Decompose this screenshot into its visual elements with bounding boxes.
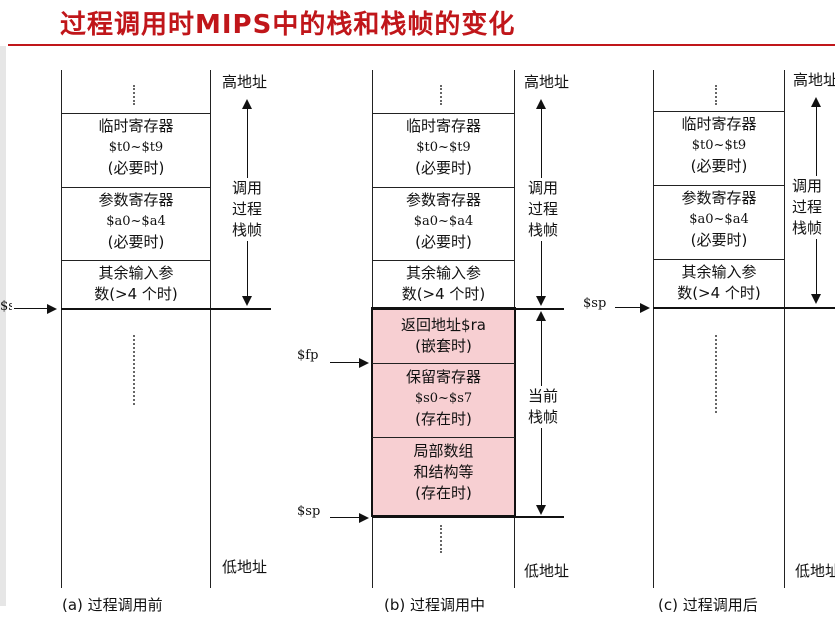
row-divider (372, 437, 515, 438)
arrow-head-right-icon (47, 304, 57, 314)
high-address-label: 高地址 (793, 71, 835, 89)
row-divider (372, 187, 515, 188)
sp-label-partial: $sp (0, 299, 12, 314)
row-divider (653, 111, 785, 112)
row-divider (61, 187, 211, 188)
row-divider (372, 363, 515, 364)
arg-reg-cell: 参数寄存器 $a0~$a4 (必要时) (681, 189, 757, 249)
arrow-head-up-icon (536, 99, 546, 109)
sp-line (653, 307, 835, 309)
arrow-head-up-icon (242, 99, 252, 109)
arrow-head-right-icon (359, 513, 369, 523)
sp-pointer-arrow (14, 308, 48, 309)
high-address-label: 高地址 (222, 73, 268, 91)
sp-pointer-arrow (330, 517, 360, 518)
arrow-head-right-icon (359, 358, 369, 368)
low-address-label: 低地址 (795, 562, 835, 580)
ellipsis-middle (133, 335, 135, 405)
saved-reg-cell: 保留寄存器 $s0~$s7 (存在时) (405, 368, 481, 428)
extra-args-cell: 其余输入参 数(>4 个时) (677, 263, 761, 302)
ellipsis-bottom (440, 525, 442, 553)
call-frame-label: 调用 过程 栈帧 (792, 176, 835, 239)
arrow-head-down-icon (811, 294, 821, 304)
low-address-label: 低地址 (222, 558, 268, 576)
temp-reg-cell: 临时寄存器 $t0~$t9 (必要时) (98, 117, 174, 177)
ellipsis-middle (715, 335, 717, 413)
arrow-head-down-icon (536, 505, 546, 515)
stack-right-wall (210, 70, 211, 588)
temp-reg-cell: 临时寄存器 $t0~$t9 (必要时) (681, 115, 757, 175)
sp-label: $sp (297, 504, 321, 519)
stack-left-wall (653, 70, 654, 588)
arrow-head-up-icon (536, 311, 546, 321)
arg-reg-cell: 参数寄存器 $a0~$a4 (必要时) (98, 191, 174, 251)
sp-label: $sp (583, 296, 607, 311)
left-edge-strip (0, 46, 6, 606)
caption-c: (c) 过程调用后 (658, 596, 758, 614)
call-frame-label: 调用 过程 栈帧 (220, 178, 274, 241)
extra-args-cell: 其余输入参 数(>4 个时) (94, 264, 178, 303)
ellipsis-top (440, 85, 442, 105)
arrow-head-right-icon (640, 303, 650, 313)
sp-line (372, 516, 564, 518)
page-title: 过程调用时MIPS中的栈和栈帧的变化 (60, 10, 516, 40)
extra-args-cell: 其余输入参 数(>4 个时) (401, 264, 486, 303)
caption-a: (a) 过程调用前 (62, 596, 163, 614)
call-frame-label: 调用 过程 栈帧 (517, 178, 569, 241)
frame-top-line (372, 308, 564, 310)
arg-reg-cell: 参数寄存器 $a0~$a4 (必要时) (405, 191, 481, 251)
ellipsis-top (715, 85, 717, 105)
fp-label: $fp (297, 348, 319, 363)
high-address-label: 高地址 (524, 73, 570, 91)
title-underline (8, 44, 835, 46)
row-divider (653, 185, 785, 186)
current-frame-label: 当前 栈帧 (517, 386, 569, 428)
caption-b: (b) 过程调用中 (384, 596, 485, 614)
arrow-head-down-icon (242, 296, 252, 306)
row-divider (61, 260, 211, 261)
current-frame-box (371, 307, 516, 517)
row-divider (372, 113, 515, 114)
sp-line (61, 308, 271, 310)
temp-reg-cell: 临时寄存器 $t0~$t9 (必要时) (405, 117, 481, 177)
ellipsis-top (133, 85, 135, 105)
row-divider (61, 113, 211, 114)
row-divider (372, 260, 515, 261)
fp-pointer-arrow (330, 362, 360, 363)
stack-left-wall (61, 70, 62, 588)
stack-right-wall (784, 70, 785, 588)
sp-pointer-arrow (615, 307, 641, 308)
row-divider (653, 259, 785, 260)
arrow-head-up-icon (811, 97, 821, 107)
ret-addr-cell: 返回地址$ra (嵌套时) (401, 316, 486, 355)
arrow-head-down-icon (536, 296, 546, 306)
local-cell: 局部数组 和结构等 (存在时) (413, 442, 474, 502)
low-address-label: 低地址 (524, 562, 570, 580)
